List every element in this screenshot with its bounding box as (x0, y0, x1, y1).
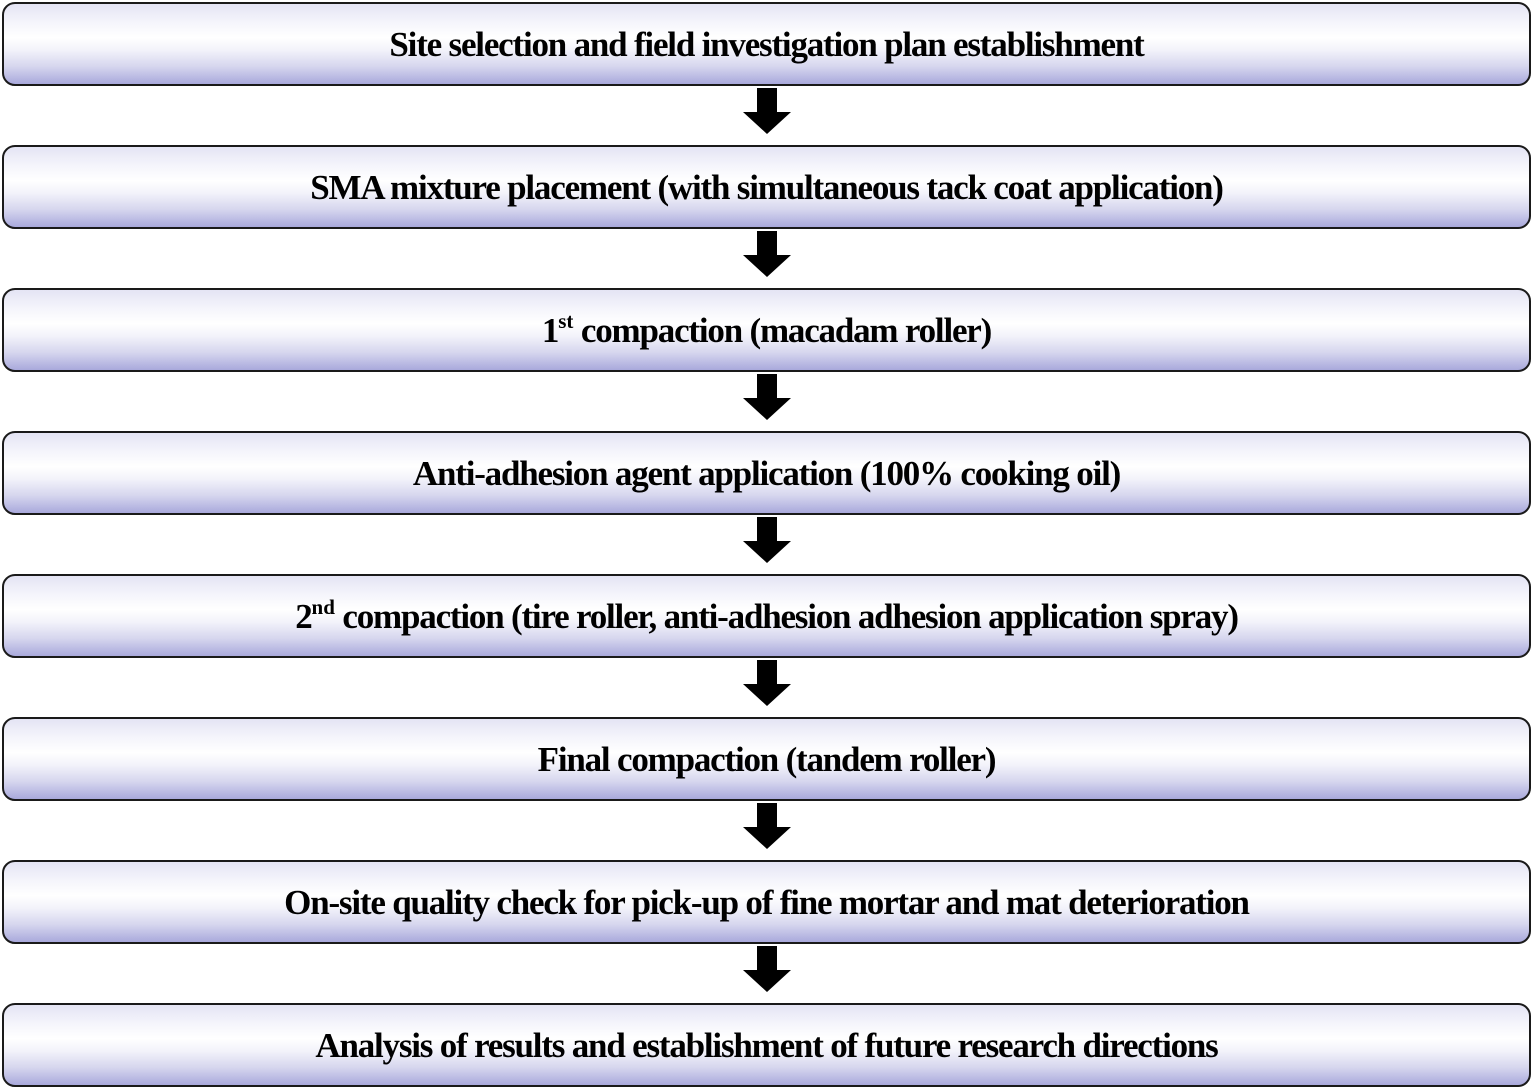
step-6-label: Final compaction (tandem roller) (537, 739, 997, 779)
step-3-ordinal-suffix: st (558, 308, 574, 333)
arrow-down-icon (743, 88, 791, 134)
step-8-label: Analysis of results and establishment of… (315, 1025, 1218, 1065)
arrow-down-icon (743, 231, 791, 277)
step-2-label: SMA mixture placement (with simultaneous… (310, 167, 1224, 207)
step-3-text: compaction (macadam roller) (573, 310, 992, 350)
step-1-label: Site selection and field investigation p… (389, 24, 1144, 64)
arrow-down-icon (743, 803, 791, 849)
step-5-box: 2nd compaction (tire roller, anti-adhesi… (2, 574, 1531, 658)
step-4-label: Anti-adhesion agent application (100% co… (412, 453, 1121, 493)
step-1-box: Site selection and field investigation p… (2, 2, 1531, 86)
step-8-box: Analysis of results and establishment of… (2, 1003, 1531, 1087)
step-4-box: Anti-adhesion agent application (100% co… (2, 431, 1531, 515)
step-7-box: On-site quality check for pick-up of fin… (2, 860, 1531, 944)
step-5-ordinal: 2 (295, 596, 313, 636)
step-3-box: 1st compaction (macadam roller) (2, 288, 1531, 372)
step-5-label: 2nd compaction (tire roller, anti-adhesi… (295, 596, 1239, 636)
step-3-ordinal: 1 (541, 310, 560, 350)
arrow-down-icon (743, 374, 791, 420)
arrow-down-icon (743, 660, 791, 706)
step-7-label: On-site quality check for pick-up of fin… (284, 882, 1250, 922)
step-5-text: compaction (tire roller, anti-adhesion a… (334, 596, 1239, 636)
arrow-down-icon (743, 517, 791, 563)
step-5-ordinal-suffix: nd (311, 594, 335, 619)
step-2-box: SMA mixture placement (with simultaneous… (2, 145, 1531, 229)
step-3-label: 1st compaction (macadam roller) (541, 310, 992, 350)
step-6-box: Final compaction (tandem roller) (2, 717, 1531, 801)
arrow-down-icon (743, 946, 791, 992)
